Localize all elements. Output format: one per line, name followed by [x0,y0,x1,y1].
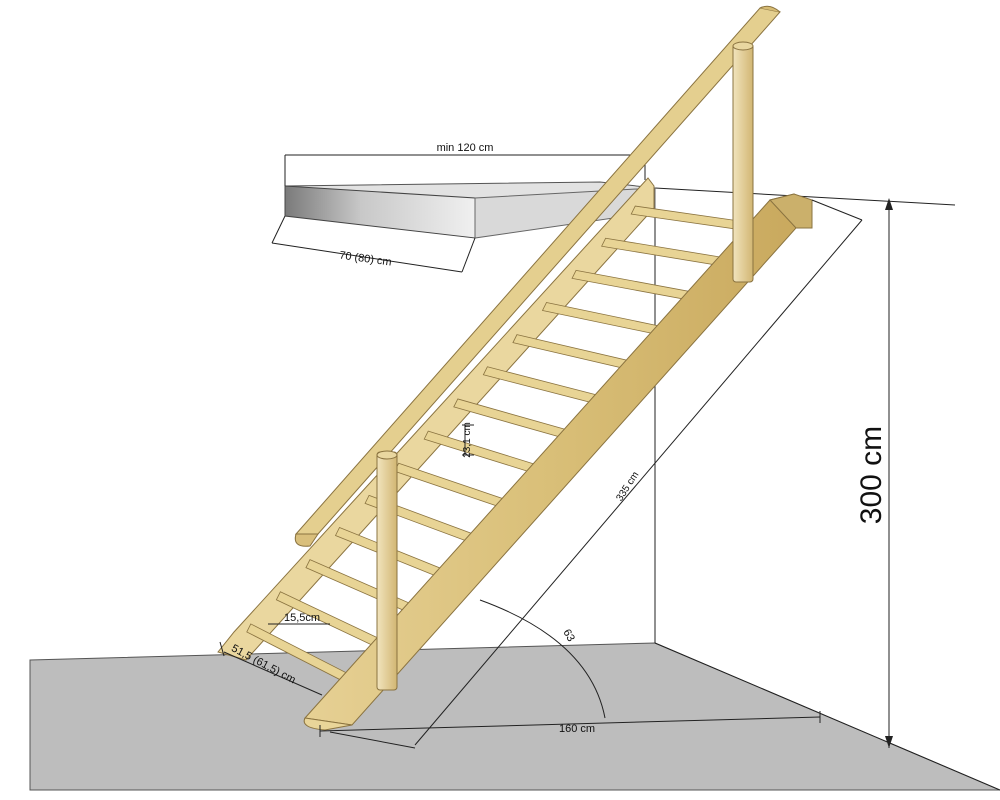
total-height-label: 300 cm [855,426,888,524]
angle-label: 63 [560,627,577,644]
tread [482,366,607,406]
bottom-post [376,450,398,691]
floor-run-label: 160 cm [559,723,595,735]
top-post [732,41,754,283]
tread [423,430,542,475]
opening-length-dimension: min 120 cm [284,142,646,186]
back-stringer [217,177,655,661]
height-dimension: 300 cm [855,198,893,748]
left-handrail [294,5,781,547]
riser-height-label: 23,1 cm [462,422,473,458]
tread [394,462,510,510]
tread-depth-dimension: 15,5cm [268,612,330,625]
floor-run-dimension: 160 cm [319,711,821,737]
floor-wall-line [654,642,1000,791]
tread [512,334,640,372]
opening-width-label: 70 (80) cm [339,249,393,268]
ceiling-line [654,187,956,206]
front-stringer [303,193,813,731]
angle-indicator: 63 [479,599,606,719]
stair-length-label: 335 cm [614,470,641,503]
riser-height-dimension: 23,1 cm [462,422,474,458]
floor [29,642,1000,791]
treads [246,205,770,682]
tread-depth-label: 15,5cm [284,612,320,624]
opening-length-label: min 120 cm [437,142,494,154]
